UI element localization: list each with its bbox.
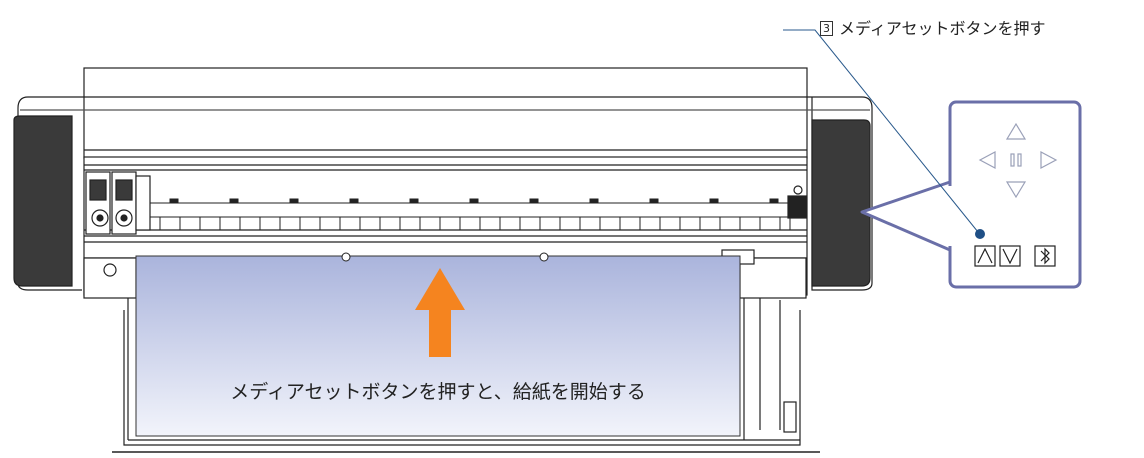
tool-carriage	[85, 171, 151, 235]
down-triangle-icon	[1005, 181, 1027, 199]
rail-endcap	[787, 185, 807, 219]
printer-lid	[83, 67, 808, 159]
rail-marker	[289, 198, 299, 204]
media-up-button[interactable]	[974, 245, 996, 267]
feed-caption: メディアセットボタンを押すと、給紙を開始する	[230, 381, 646, 403]
callout-leader	[783, 29, 985, 239]
rail-marker	[349, 198, 359, 204]
rail-marker	[229, 198, 239, 204]
rail-marker	[649, 198, 659, 204]
rail-marker	[709, 198, 719, 204]
rail-marker	[589, 198, 599, 204]
pause-icon	[1010, 153, 1015, 167]
rail-marker	[169, 198, 179, 204]
side-panels	[13, 115, 871, 287]
bluetooth-icon	[1040, 247, 1050, 265]
step-text: メディアセットボタンを押す	[839, 19, 1046, 38]
rail-marker	[769, 198, 779, 204]
nav-pad	[978, 122, 1058, 199]
media-down-button[interactable]	[999, 245, 1021, 267]
rail-marker	[469, 198, 479, 204]
rail-marker	[529, 198, 539, 204]
step-callout: 3 メディアセットボタンを押す	[820, 15, 1046, 39]
left-triangle-icon	[978, 151, 996, 169]
up-triangle-icon	[1005, 122, 1027, 140]
rail-marker	[409, 198, 419, 204]
step-number: 3	[820, 21, 833, 36]
feed-arrow	[415, 268, 465, 357]
media-clamps	[341, 252, 549, 262]
right-triangle-icon	[1040, 151, 1058, 169]
chevron-up-icon	[977, 247, 993, 264]
chevron-down-icon	[1002, 248, 1018, 265]
panel-buttons	[974, 245, 1056, 267]
